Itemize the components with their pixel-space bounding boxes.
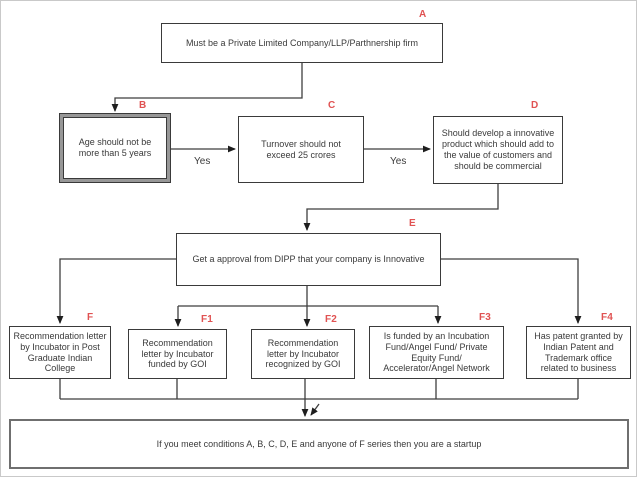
flow-node-e: Get a approval from DIPP that your compa… (176, 233, 441, 286)
connector-d-to-e (303, 184, 499, 231)
node-f2-text: Recommendation letter by Incubator recog… (265, 337, 341, 370)
node-f4-label: F4 (601, 312, 614, 323)
node-f2-label: F2 (325, 314, 338, 325)
node-b-label: B (139, 100, 147, 111)
edge-label-yes-b-c: Yes (194, 156, 211, 167)
node-a-label: A (419, 9, 427, 20)
node-a-text: Must be a Private Limited Company/LLP/Pa… (185, 37, 419, 48)
node-f1-label: F1 (201, 314, 214, 325)
connector-hook-arrow (310, 403, 320, 416)
flow-node-d: Should develop a innovative product whic… (433, 116, 563, 184)
flow-node-a: Must be a Private Limited Company/LLP/Pa… (161, 23, 443, 63)
connector-e-to-f4 (441, 258, 582, 324)
node-f-label: F (87, 312, 94, 323)
node-d-label: D (531, 100, 539, 111)
node-f3-label: F3 (479, 312, 492, 323)
flow-node-result: If you meet conditions A, B, C, D, E and… (9, 419, 629, 469)
node-c-label: C (328, 100, 336, 111)
flow-node-b: Age should not be more than 5 years (59, 113, 171, 183)
node-e-text: Get a approval from DIPP that your compa… (192, 254, 425, 265)
node-d-text: Should develop a innovative product whic… (441, 128, 555, 171)
node-f-text: Recommendation letter by Incubator in Po… (13, 330, 107, 374)
node-f1-text: Recommendation letter by Incubator funde… (141, 337, 214, 370)
node-f4-text: Has patent granted by Indian Patent and … (534, 330, 623, 374)
flow-node-c: Turnover should not exceed 25 crores (238, 116, 364, 183)
flow-node-f1: Recommendation letter by Incubator funde… (128, 329, 227, 379)
flow-node-f: Recommendation letter by Incubator in Po… (9, 326, 111, 379)
node-e-label: E (409, 218, 416, 229)
node-c-text: Turnover should not exceed 25 crores (261, 138, 341, 160)
connector-e-to-f (56, 258, 176, 324)
node-b-text: Age should not be more than 5 years (78, 137, 152, 158)
node-f3-text: Is funded by an Incubation Fund/Angel Fu… (383, 330, 490, 374)
flow-node-f4: Has patent granted by Indian Patent and … (526, 326, 631, 379)
flow-node-f2: Recommendation letter by Incubator recog… (251, 329, 355, 379)
connector-a-to-b (111, 63, 303, 112)
edge-label-yes-c-d: Yes (390, 156, 407, 167)
flow-node-f3: Is funded by an Incubation Fund/Angel Fu… (369, 326, 504, 379)
node-result-text: If you meet conditions A, B, C, D, E and… (156, 438, 482, 449)
